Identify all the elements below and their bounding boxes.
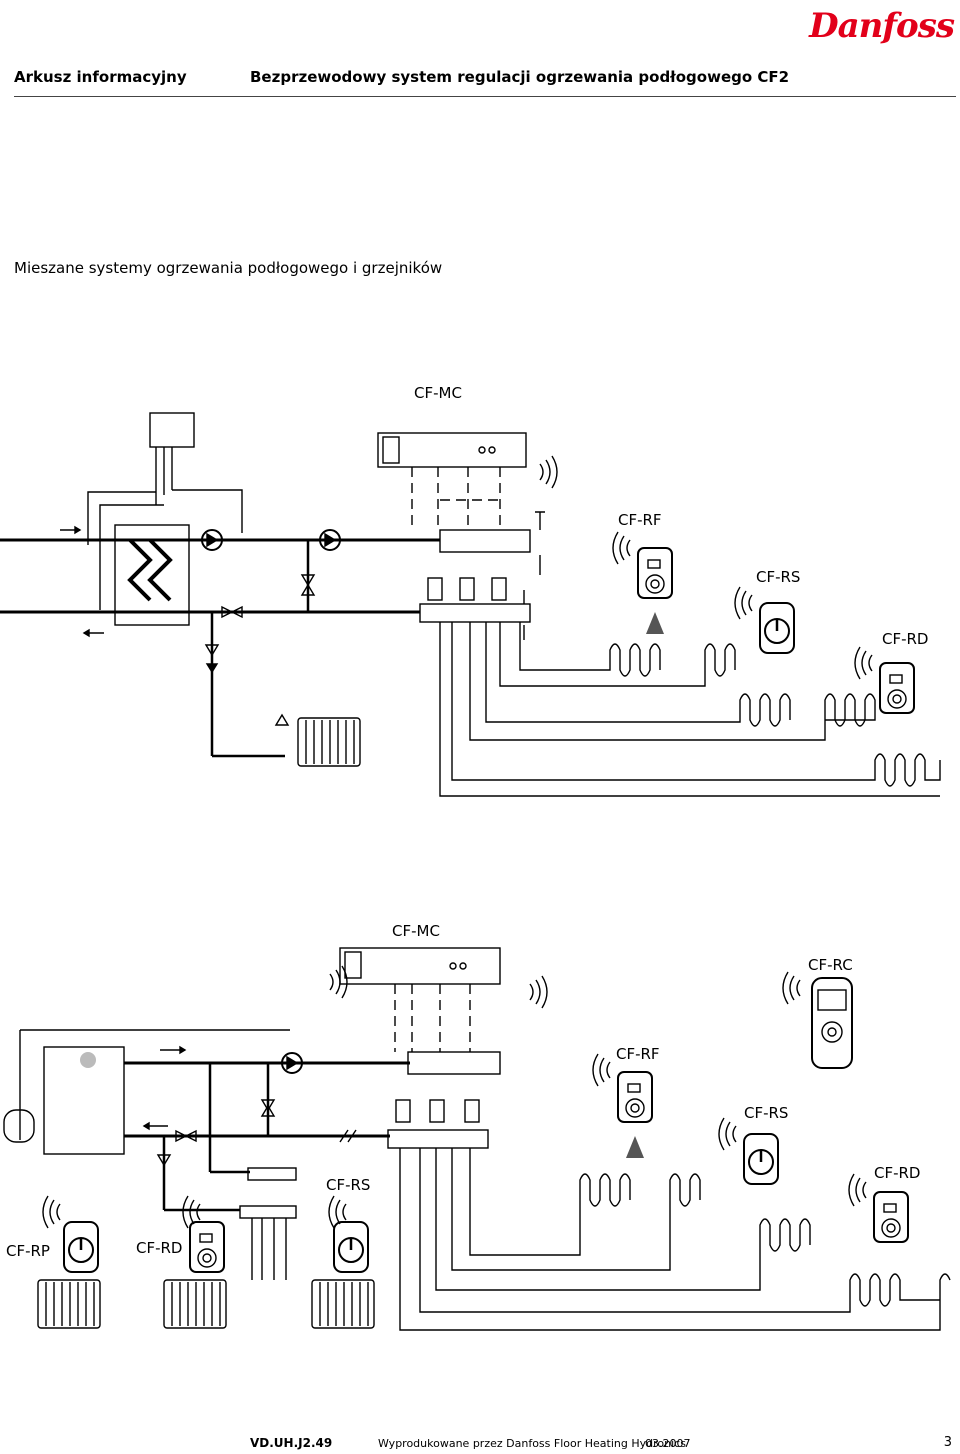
label-cf-rs-1: CF-RS (756, 568, 801, 586)
label-cf-rd-1: CF-RD (882, 630, 929, 648)
boiler-controller (149, 412, 195, 448)
cf-rs-device-3 (332, 1220, 370, 1274)
header-divider (14, 96, 956, 97)
boiler (43, 1046, 125, 1155)
manifold-supply-2 (407, 1051, 501, 1075)
cf-rc-device (811, 977, 853, 1069)
cf-mc-unit-1 (377, 432, 527, 468)
danfoss-logo: Danfoss (809, 6, 955, 46)
label-cf-rs-3: CF-RS (326, 1176, 371, 1194)
document-type: Arkusz informacyjny (14, 68, 187, 86)
cf-rf-device-1 (637, 547, 673, 599)
label-cf-mc-2: CF-MC (392, 922, 440, 940)
cf-mc-unit-2 (339, 947, 501, 985)
label-cf-rc-2: CF-RC (808, 956, 853, 974)
cf-rd-device-3 (189, 1221, 225, 1273)
label-cf-rp: CF-RP (6, 1242, 50, 1260)
cf-rs-device-2 (742, 1132, 780, 1186)
label-cf-rf-2: CF-RF (616, 1045, 660, 1063)
label-cf-rd-3: CF-RD (136, 1239, 183, 1257)
page-number: 3 (943, 1435, 952, 1450)
cf-rd-device-2 (873, 1191, 909, 1243)
cf-rp-device (62, 1220, 100, 1274)
footer-code: VD.UH.J2.49 (250, 1436, 333, 1450)
cf-rd-device-1 (879, 662, 915, 714)
label-cf-rf-1: CF-RF (618, 511, 662, 529)
manifold-supply-1 (439, 529, 531, 553)
label-cf-rs-2: CF-RS (744, 1104, 789, 1122)
cf-rs-device-1 (758, 601, 796, 655)
cf-rf-device-2 (617, 1071, 653, 1123)
section-title: Mieszane systemy ogrzewania podłogowego … (14, 259, 443, 277)
label-cf-rd-2: CF-RD (874, 1164, 921, 1182)
heat-exchanger (114, 524, 190, 626)
manifold-return-1 (419, 603, 531, 623)
manifold-return-2 (387, 1129, 489, 1149)
label-cf-mc-1: CF-MC (414, 384, 462, 402)
logo-text: Danfoss (809, 6, 955, 46)
footer-date: 03.2007 (645, 1437, 691, 1450)
footer-producer: Wyprodukowane przez Danfoss Floor Heatin… (378, 1437, 686, 1450)
document-title: Bezprzewodowy system regulacji ogrzewani… (250, 68, 790, 86)
